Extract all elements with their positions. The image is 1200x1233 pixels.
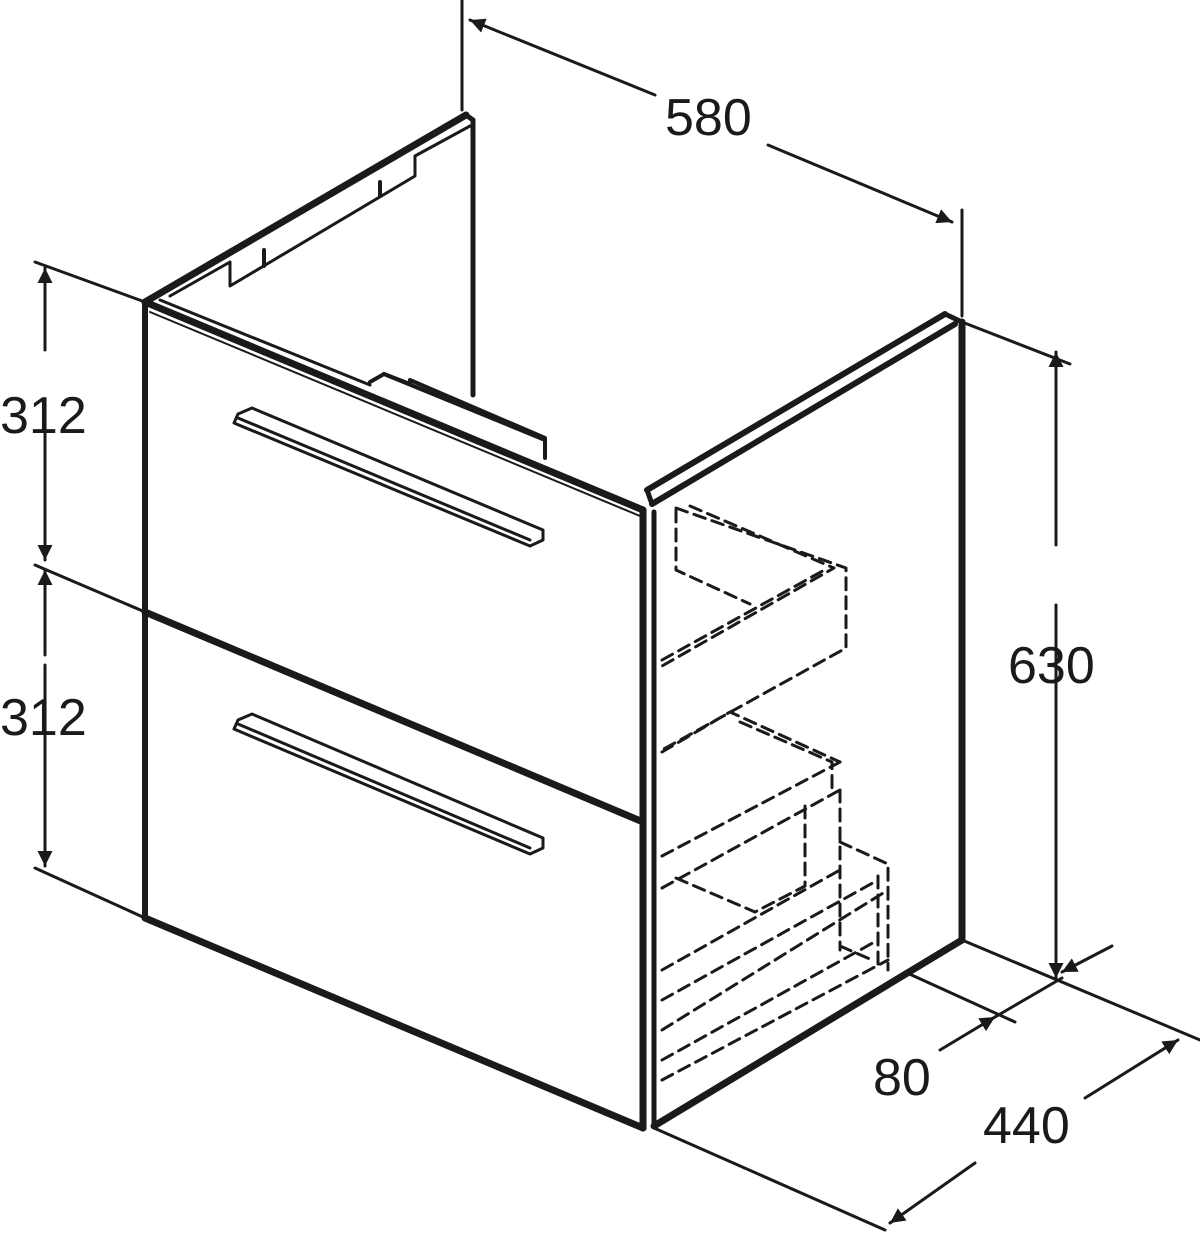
width-dimension-label: 580	[665, 89, 752, 147]
top-drawer-height-label: 312	[0, 387, 87, 445]
handle-top	[232, 406, 545, 548]
side-panel	[644, 311, 966, 1130]
back-offset-label: 80	[873, 1049, 931, 1107]
top-rail	[368, 372, 547, 460]
total-height-label: 630	[1008, 637, 1095, 695]
handle-bottom	[232, 712, 545, 856]
dimension-lines	[33, 0, 1200, 1232]
depth-dimension-label: 440	[983, 1097, 1070, 1155]
back-panel	[141, 111, 476, 398]
bottom-drawer-height-label: 312	[0, 689, 87, 747]
hidden-drawers	[660, 504, 890, 1082]
front-panel	[141, 298, 657, 1132]
drawer-divider	[141, 608, 647, 826]
